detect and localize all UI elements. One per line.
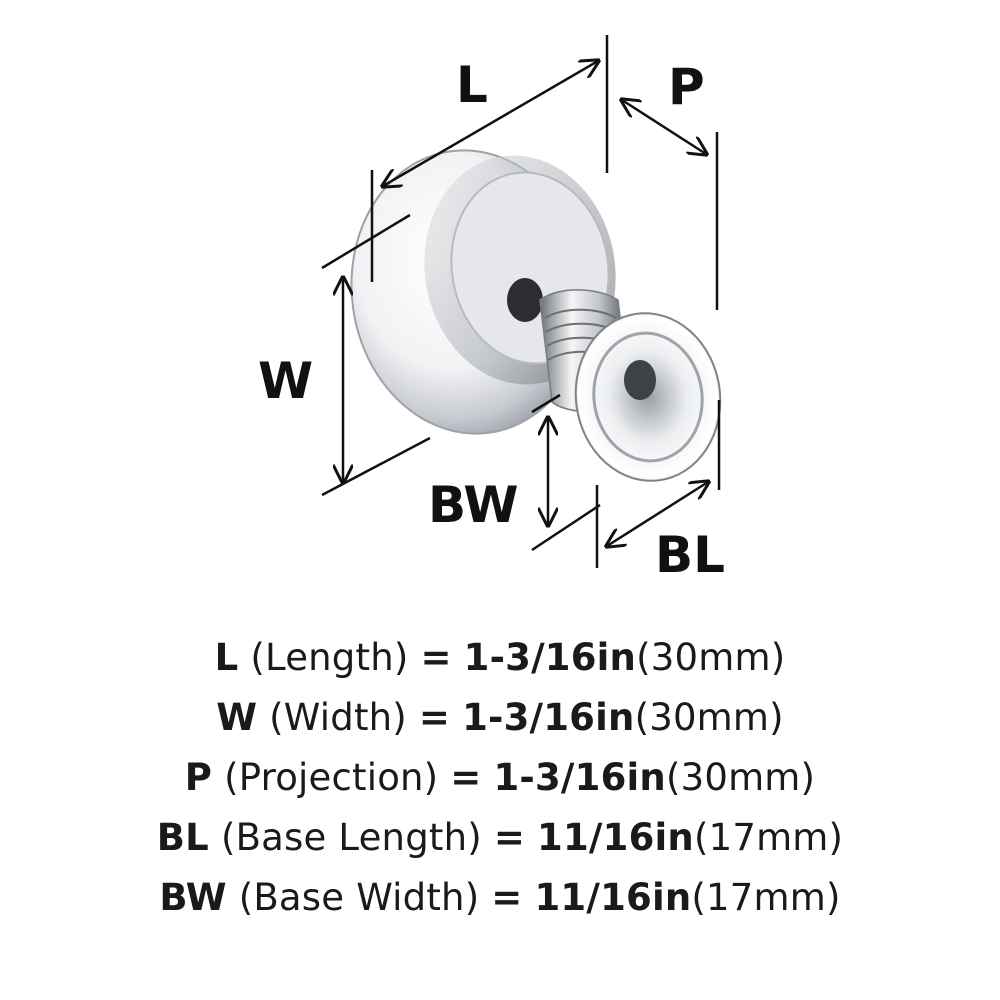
base-screw-hole [624, 360, 656, 400]
spec-value-in: 1-3/16in [462, 696, 635, 739]
spec-value-mm: (30mm) [634, 696, 784, 739]
spec-equals: = [420, 636, 452, 679]
spec-equals: = [493, 816, 526, 859]
knob-recess [507, 278, 543, 322]
spec-row-base-width: BW (Base Width) = 11/16in(17mm) [0, 868, 1000, 928]
spec-name: (Width) [269, 696, 407, 739]
spec-value-in: 1-3/16in [463, 636, 637, 679]
spec-code: BL [156, 816, 209, 859]
spec-code: P [184, 756, 213, 799]
spec-value-mm: (17mm) [691, 876, 841, 919]
spec-value-in: 11/16in [537, 816, 694, 859]
spec-value-mm: (17mm) [693, 816, 844, 859]
bl-dimension-line [607, 482, 708, 546]
spec-name: (Length) [250, 636, 409, 679]
spec-row-length: L (Length) = 1-3/16in(30mm) [0, 628, 1000, 688]
spec-equals: = [450, 756, 482, 799]
spec-equals: = [418, 696, 451, 739]
spec-value-mm: (30mm) [665, 756, 816, 799]
spec-row-projection: P (Projection) = 1-3/16in(30mm) [0, 748, 1000, 808]
label-width: W [258, 352, 313, 410]
spec-value-in: 11/16in [534, 876, 692, 919]
spec-name: (Projection) [224, 756, 439, 799]
label-base-length: BL [655, 526, 725, 584]
label-length: L [456, 56, 488, 114]
spec-name: (Base Length) [220, 816, 482, 859]
dimension-specs: L (Length) = 1-3/16in(30mm) W (Width) = … [0, 628, 1000, 928]
bw-extension-bottom [531, 503, 601, 552]
spec-value-mm: (30mm) [636, 636, 786, 679]
spec-equals: = [491, 876, 523, 919]
cabinet-knob-illustration [350, 149, 722, 482]
spec-value-in: 1-3/16in [493, 756, 666, 799]
knob-dimension-diagram: L P W BW BL [258, 35, 725, 584]
spec-name: (Base Width) [238, 876, 480, 919]
w-extension-top [321, 213, 411, 270]
p-dimension-line [622, 100, 706, 154]
spec-code: L [214, 636, 239, 679]
l-dimension-line [383, 61, 598, 186]
dimension-lines [321, 35, 721, 568]
spec-row-width: W (Width) = 1-3/16in(30mm) [0, 688, 1000, 748]
spec-code: BW [159, 876, 227, 919]
label-projection: P [668, 58, 705, 116]
spec-code: W [216, 696, 258, 739]
bw-extension-top [531, 393, 561, 414]
spec-row-base-length: BL (Base Length) = 11/16in(17mm) [0, 808, 1000, 868]
w-extension-bottom [321, 436, 431, 497]
label-base-width: BW [428, 476, 519, 534]
